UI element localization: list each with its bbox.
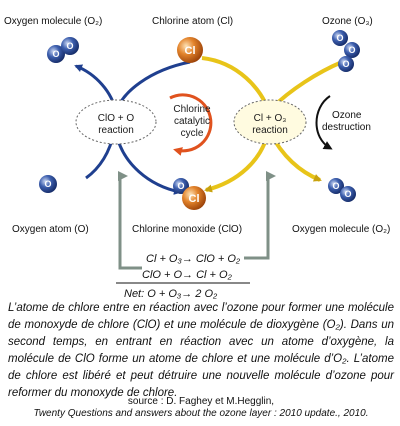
ozone-molecule: O O O <box>332 30 360 72</box>
ozone-destruction-line2: destruction <box>322 122 371 133</box>
catalytic-cycle-arrow: Chlorine catalytic cycle <box>169 93 213 156</box>
equation-2: ClO + O→ Cl + O₂ <box>142 269 233 281</box>
source-line-1: source : D. Faghey et M.Hegglin, <box>127 396 275 407</box>
right-reaction-line2: reaction <box>252 125 288 136</box>
equation-1: Cl + O₃→ ClO + O₂ <box>146 253 241 265</box>
center-label-line3: cycle <box>181 128 204 139</box>
oxygen-molecule-bottom-right: O O <box>328 178 356 202</box>
chlorine-atom-top: Cl <box>177 37 203 63</box>
source-line-2: Twenty Questions and answers about the o… <box>33 408 369 419</box>
oxygen-symbol: O <box>342 59 349 69</box>
oxygen-symbol: O <box>177 181 184 191</box>
oxygen-atom-left: O <box>39 175 57 193</box>
oxygen-symbol: O <box>336 33 343 43</box>
chlorine-symbol: Cl <box>185 45 196 57</box>
caption-text: L’atome de chlore entre en réaction avec… <box>8 302 394 399</box>
ozone-cycle-diagram: Oxygen molecule (O₂) Chlorine atom (Cl) … <box>4 16 390 300</box>
equation-net: Net: O + O₃→ 2 O₂ <box>124 288 218 300</box>
label-chlorine-atom: Chlorine atom (Cl) <box>152 16 233 27</box>
left-reaction-line1: ClO + O <box>98 113 135 124</box>
left-reaction-burst: ClO + O reaction <box>75 99 157 145</box>
label-chlorine-monoxide: Chlorine monoxide (ClO) <box>132 224 242 235</box>
source-credit: source : D. Faghey et M.Hegglin, Twenty … <box>8 396 394 420</box>
label-oxygen-molecule-bottom: Oxygen molecule (O₂) <box>292 224 390 235</box>
label-ozone: Ozone (O₃) <box>322 16 373 27</box>
oxygen-symbol: O <box>348 45 355 55</box>
center-label-line2: catalytic <box>174 116 210 127</box>
center-label-line1: Chlorine <box>173 104 211 115</box>
right-reaction-burst: Cl + O₃ reaction <box>233 99 307 145</box>
label-oxygen-atom: Oxygen atom (O) <box>12 224 89 235</box>
equation-connectors <box>118 171 276 270</box>
oxygen-molecule-top-left: O O <box>47 37 79 63</box>
oxygen-symbol: O <box>332 181 339 191</box>
right-reaction-line1: Cl + O₃ <box>254 113 287 124</box>
ozone-destruction-arrow: Ozone destruction <box>315 95 371 150</box>
caption: L’atome de chlore entre en réaction avec… <box>8 300 394 402</box>
ozone-destruction-line1: Ozone <box>332 110 362 121</box>
chlorine-monoxide-molecule: O Cl <box>173 178 206 210</box>
reaction-equations: Cl + O₃→ ClO + O₂ ClO + O→ Cl + O₂ Net: … <box>116 253 250 300</box>
label-oxygen-molecule-top: Oxygen molecule (O₂) <box>4 16 102 27</box>
oxygen-symbol: O <box>44 179 51 189</box>
oxygen-symbol: O <box>52 49 59 59</box>
chlorine-symbol: Cl <box>189 193 200 205</box>
oxygen-symbol: O <box>344 189 351 199</box>
left-reaction-line2: reaction <box>98 125 134 136</box>
oxygen-symbol: O <box>66 41 73 51</box>
